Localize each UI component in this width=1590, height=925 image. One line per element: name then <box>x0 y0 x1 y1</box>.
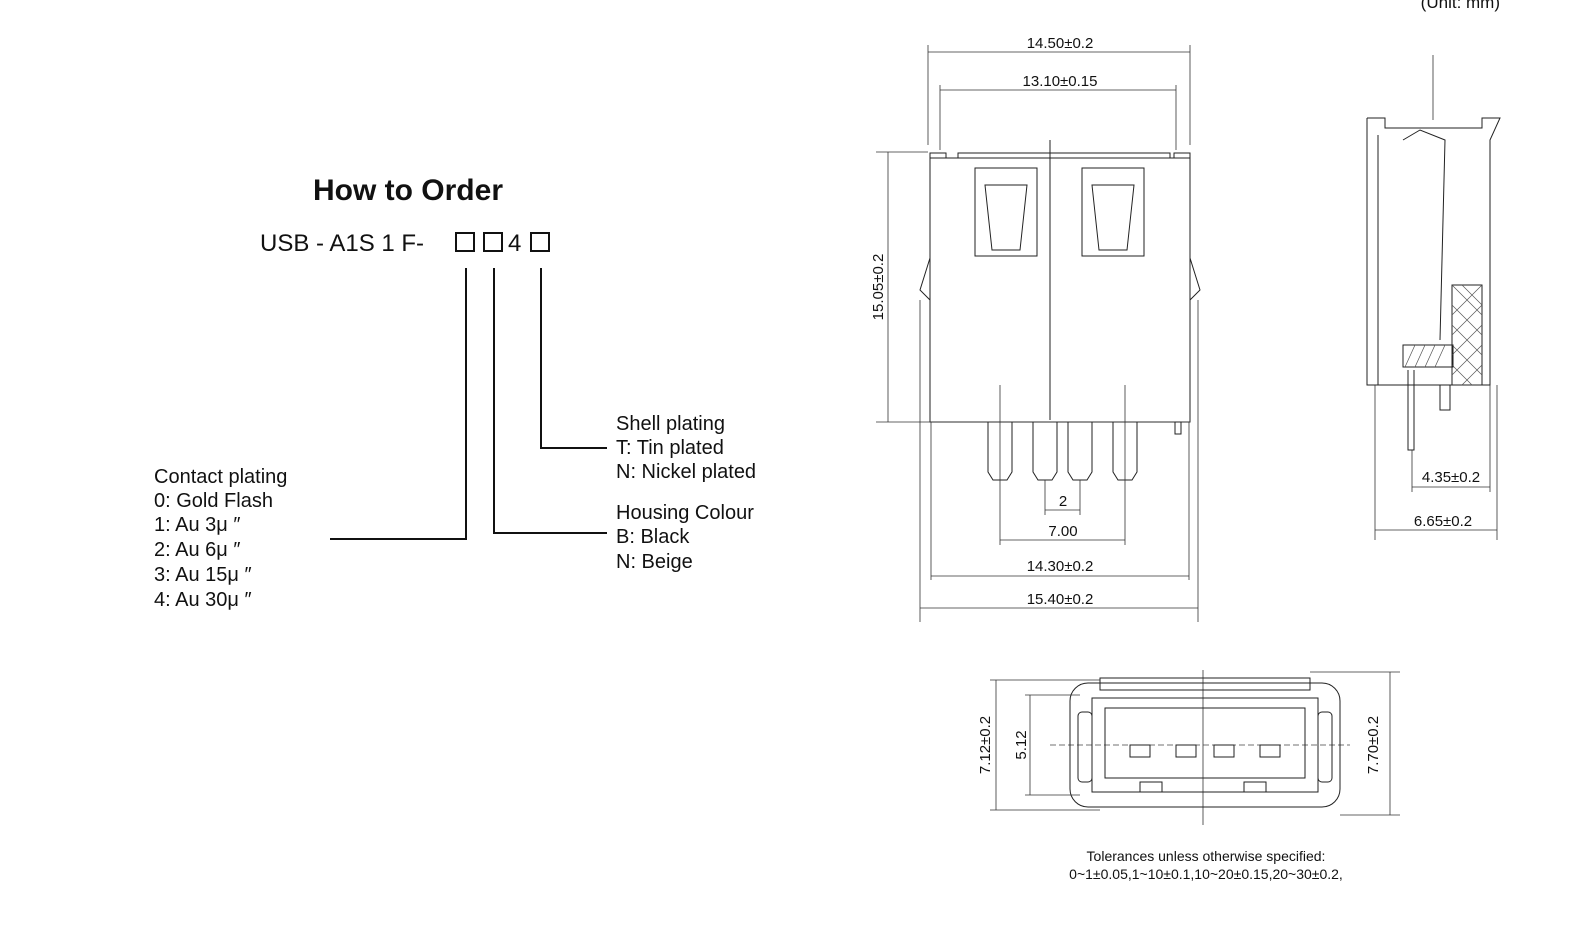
dim-front-top-outer: 14.50±0.2 <box>1027 35 1094 52</box>
option: B: Black <box>616 526 690 548</box>
shell-plating-box <box>530 232 550 252</box>
option: N: Nickel plated <box>616 461 756 483</box>
tolerances-values: 0~1±0.05,1~10±0.1,10~20±0.15,20~30±0.2, <box>1069 866 1343 882</box>
shell-plating-options: Shell plating T: Tin plated N: Nickel pl… <box>616 413 756 483</box>
part-number-fixed: 4 <box>508 230 521 257</box>
shell-plating-heading: Shell plating <box>616 413 725 435</box>
housing-colour-options: Housing Colour B: Black N: Beige <box>616 502 754 573</box>
option: 3: Au 15μ ″ <box>154 564 252 586</box>
unit-note: (Unit: mm) <box>1421 0 1500 12</box>
dim-pin-span: 7.00 <box>1048 523 1077 540</box>
housing-colour-box <box>483 232 503 252</box>
housing-colour-leader <box>493 268 607 534</box>
dim-pin-pitch: 2 <box>1059 493 1067 510</box>
dim-end-left-inner: 5.12 <box>1013 730 1030 759</box>
shell-plating-leader <box>540 268 607 449</box>
dim-front-height: 15.05±0.2 <box>870 254 887 321</box>
side-view: 4.35±0.2 6.65±0.2 <box>1366 55 1501 540</box>
housing-colour-heading: Housing Colour <box>616 502 754 524</box>
dim-side-outer: 6.65±0.2 <box>1414 513 1472 530</box>
option: 0: Gold Flash <box>154 490 273 512</box>
option: 1: Au 3μ ″ <box>154 514 240 536</box>
end-view: 7.12±0.2 5.12 7.70±0.2 <box>977 670 1400 825</box>
how-to-order-title: How to Order <box>313 174 503 207</box>
option: N: Beige <box>616 551 693 573</box>
tolerances-heading: Tolerances unless otherwise specified: <box>1087 848 1326 864</box>
contact-plating-box <box>455 232 475 252</box>
dim-front-top-inner: 13.10±0.15 <box>1023 73 1098 90</box>
option: 4: Au 30μ ″ <box>154 589 252 611</box>
dim-end-right: 7.70±0.2 <box>1365 716 1382 774</box>
contact-plating-heading: Contact plating <box>154 466 287 488</box>
dim-front-bottom-outer: 15.40±0.2 <box>1027 591 1094 608</box>
dim-end-left-outer: 7.12±0.2 <box>977 716 994 774</box>
front-view: 14.50±0.2 13.10±0.15 15.05±0.2 <box>870 35 1201 622</box>
option: T: Tin plated <box>616 437 724 459</box>
option: 2: Au 6μ ″ <box>154 539 240 561</box>
dim-front-bottom-inner: 14.30±0.2 <box>1027 558 1094 575</box>
contact-plating-options: Contact plating 0: Gold Flash 1: Au 3μ ″… <box>154 466 287 611</box>
contact-plating-leader <box>330 268 467 540</box>
dim-side-inner: 4.35±0.2 <box>1422 469 1480 486</box>
pins <box>987 422 1138 481</box>
part-number-prefix: USB - A1S 1 F- <box>260 230 424 257</box>
